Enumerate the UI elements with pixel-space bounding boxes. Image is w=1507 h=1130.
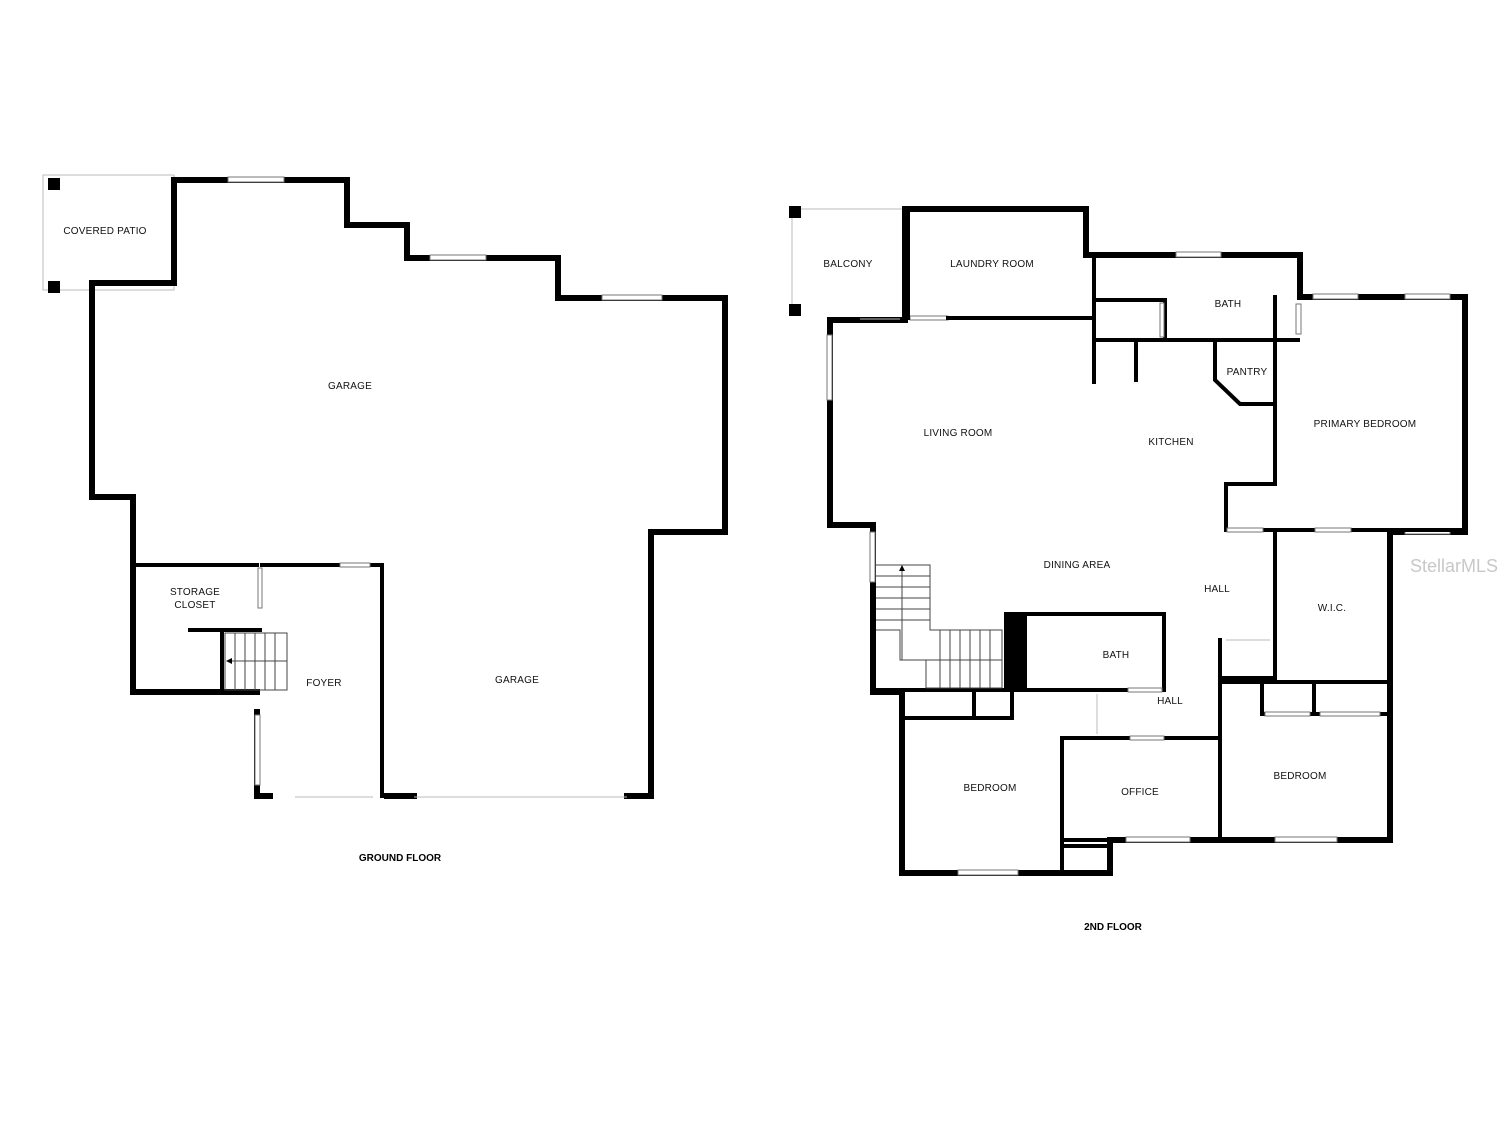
- door-opening: [1264, 711, 1311, 717]
- door-opening: [1129, 735, 1165, 741]
- window: [1274, 836, 1338, 843]
- window: [1312, 293, 1359, 300]
- room-label-bath-lower: BATH: [1103, 650, 1130, 661]
- floor-label-second: 2ND FLOOR: [1084, 922, 1143, 933]
- watermark-logo: StellarMLS: [1410, 556, 1498, 576]
- door-opening: [1159, 302, 1165, 338]
- room-label-living-room: LIVING ROOM: [924, 428, 993, 439]
- room-label-closet: CLOSET: [174, 600, 215, 611]
- window: [254, 714, 261, 786]
- room-label-laundry-room: LAUNDRY ROOM: [950, 259, 1034, 270]
- second-floor-exterior-wall: [827, 206, 1468, 876]
- ground-floor-exterior-wall: [89, 177, 728, 799]
- window: [957, 869, 1019, 876]
- room-label-pantry: PANTRY: [1227, 367, 1268, 378]
- room-label-bath: BATH: [1215, 299, 1242, 310]
- window: [869, 531, 876, 583]
- door-opening: [1127, 687, 1163, 693]
- room-label-wic: W.I.C.: [1318, 603, 1346, 614]
- room-label-hall-lower: HALL: [1157, 696, 1183, 707]
- room-label-garage: GARAGE: [328, 381, 372, 392]
- second-floor-interior-wall: [871, 207, 1467, 875]
- room-label-garage-lower: GARAGE: [495, 675, 539, 686]
- second-floor-plan: BALCONY LAUNDRY ROOM BATH PANTRY LIVING …: [789, 206, 1468, 933]
- room-label-balcony: BALCONY: [823, 259, 872, 270]
- room-label-hall: HALL: [1204, 584, 1230, 595]
- second-floor-stairs: [876, 564, 1003, 689]
- door-opening: [1314, 527, 1352, 533]
- room-label-dining-area: DINING AREA: [1044, 560, 1111, 571]
- room-label-primary-bedroom: PRIMARY BEDROOM: [1314, 419, 1417, 430]
- window: [1404, 293, 1451, 300]
- door-opening: [1226, 527, 1264, 533]
- window: [1125, 836, 1191, 843]
- door-opening: [257, 567, 263, 609]
- floor-label-ground: GROUND FLOOR: [359, 853, 442, 864]
- room-label-kitchen: KITCHEN: [1148, 437, 1193, 448]
- window: [429, 254, 487, 261]
- ground-floor-stairs: [224, 632, 288, 691]
- balcony-structure: [789, 206, 905, 316]
- room-label-foyer: FOYER: [306, 678, 341, 689]
- window: [601, 294, 663, 301]
- room-label-storage: STORAGE: [170, 587, 220, 598]
- window: [826, 334, 833, 401]
- window: [1175, 251, 1222, 258]
- ground-floor-interior-wall: [131, 563, 384, 798]
- chimney-wall: [1004, 612, 1024, 690]
- room-label-office: OFFICE: [1121, 787, 1159, 798]
- door-opening: [1319, 711, 1381, 717]
- window: [339, 562, 371, 568]
- room-label-bedroom-left: BEDROOM: [963, 783, 1016, 794]
- window: [227, 176, 285, 183]
- window: [1295, 303, 1302, 335]
- room-label-bedroom-right: BEDROOM: [1273, 771, 1326, 782]
- room-label-covered-patio: COVERED PATIO: [63, 226, 146, 237]
- door-opening: [909, 315, 949, 321]
- ground-floor-plan: COVERED PATIO GARAGE STORAGE CLOSET FOYE…: [42, 174, 728, 864]
